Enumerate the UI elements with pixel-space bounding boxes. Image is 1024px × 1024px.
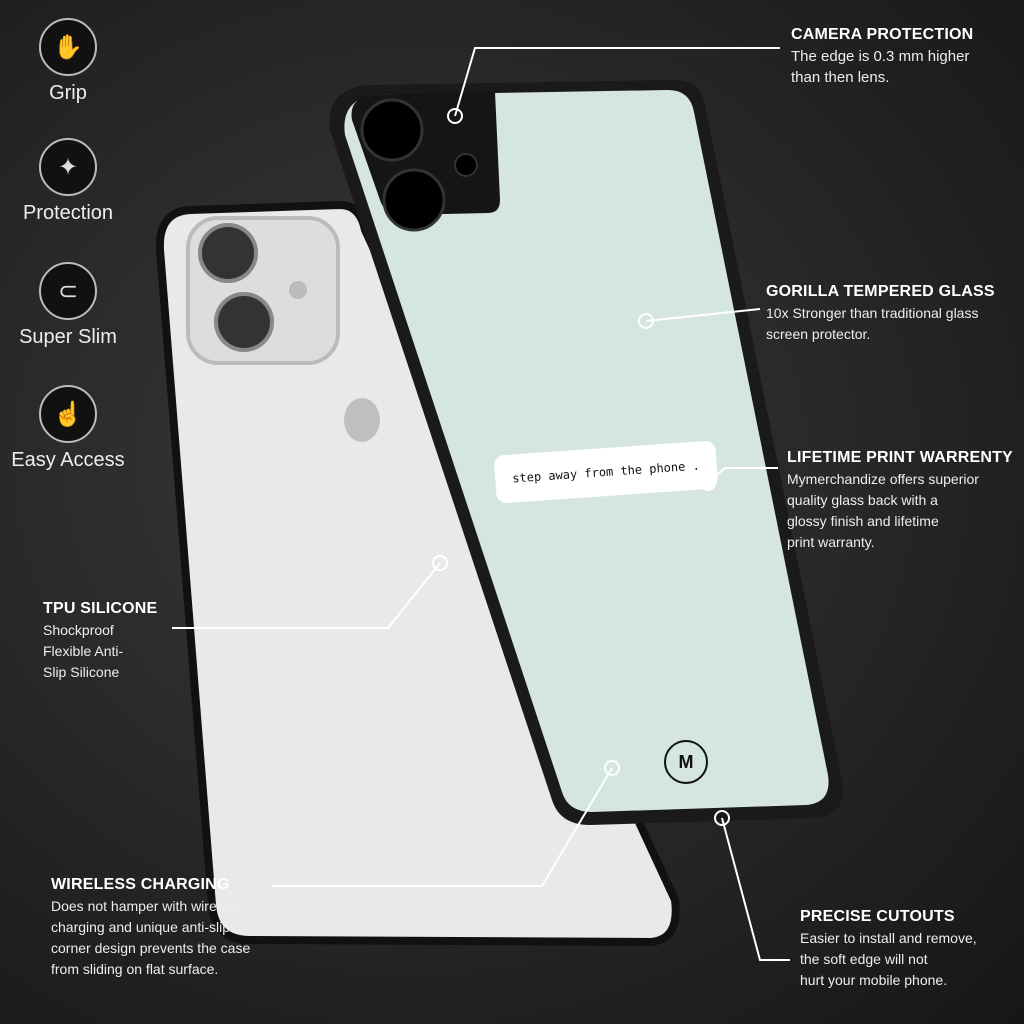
protection-icon: ✦ bbox=[39, 138, 97, 196]
easy-access-icon: ☝ bbox=[39, 385, 97, 443]
lens-icon bbox=[214, 292, 274, 352]
apple-logo-icon bbox=[344, 398, 380, 442]
lens-icon bbox=[198, 223, 258, 283]
brand-logo: M bbox=[664, 740, 708, 784]
grip-hand-icon: ✋ bbox=[39, 18, 97, 76]
feature-easy-access: ☝ Easy Access bbox=[8, 385, 128, 472]
slim-icon: ⊂ bbox=[39, 262, 97, 320]
feature-protection: ✦ Protection bbox=[8, 138, 128, 225]
feature-super-slim: ⊂ Super Slim bbox=[8, 262, 128, 349]
feature-grip: ✋ Grip bbox=[8, 18, 128, 105]
